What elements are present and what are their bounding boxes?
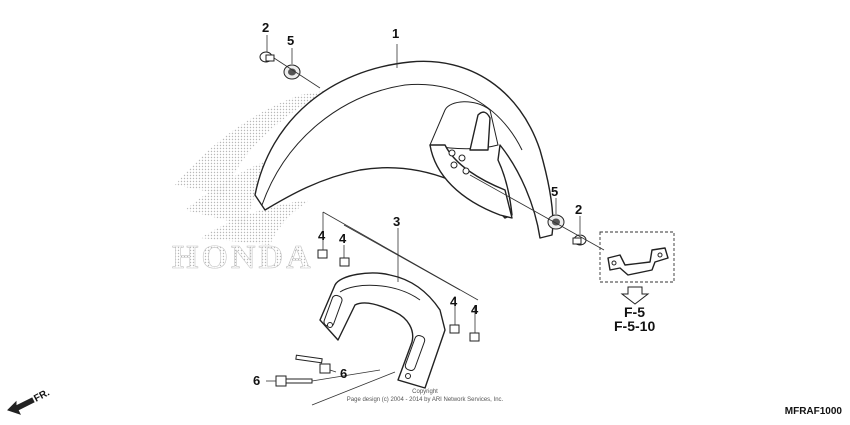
callout-part-4-c[interactable]: 4: [450, 294, 458, 309]
callout-part-4-d[interactable]: 4: [471, 302, 479, 317]
copyright-line-1: Copyright: [412, 389, 438, 395]
callout-part-1[interactable]: 1: [392, 26, 399, 41]
grommet-upper[interactable]: [283, 64, 301, 80]
callout-part-6-lower[interactable]: 6: [253, 373, 260, 388]
clip-nut[interactable]: [469, 332, 480, 342]
collar-lower[interactable]: [572, 234, 587, 246]
direction-arrow-icon: [7, 397, 35, 415]
clip-nut[interactable]: [339, 257, 350, 267]
callout-part-3[interactable]: 3: [393, 214, 400, 229]
leader-lines: [266, 35, 605, 406]
callout-part-5-lower[interactable]: 5: [551, 184, 558, 199]
front-direction-indicator: FR.: [7, 387, 52, 415]
clip-nut-group[interactable]: [317, 249, 480, 342]
callout-part-2-upper[interactable]: 2: [262, 20, 269, 35]
collar-upper[interactable]: [259, 51, 275, 63]
reference-bracket-box: [599, 231, 675, 283]
copyright-line-2: Page design (c) 2004 - 2014 by ARI Netwo…: [347, 397, 504, 403]
reference-arrow-icon: [620, 286, 650, 305]
reference-link-secondary[interactable]: F-5-10: [614, 318, 655, 334]
bolt-upper[interactable]: [295, 354, 331, 374]
callout-part-4-b[interactable]: 4: [339, 231, 347, 246]
reference-link-primary[interactable]: F-5: [624, 304, 645, 320]
callout-part-4-a[interactable]: 4: [318, 228, 326, 243]
diagram-code: MFRAF1000: [785, 406, 843, 417]
clip-nut[interactable]: [317, 249, 328, 259]
front-fender[interactable]: [254, 60, 554, 239]
fender-brace[interactable]: [319, 272, 446, 389]
callout-part-6-upper[interactable]: 6: [340, 366, 347, 381]
callout-part-2-lower[interactable]: 2: [575, 202, 582, 217]
honda-watermark-text: HONDA: [172, 239, 314, 276]
direction-label: FR.: [32, 387, 52, 404]
clip-nut[interactable]: [449, 324, 460, 334]
callout-part-5-upper[interactable]: 5: [287, 33, 294, 48]
bolt-lower[interactable]: [275, 375, 313, 387]
grommet-lower[interactable]: [547, 214, 565, 230]
